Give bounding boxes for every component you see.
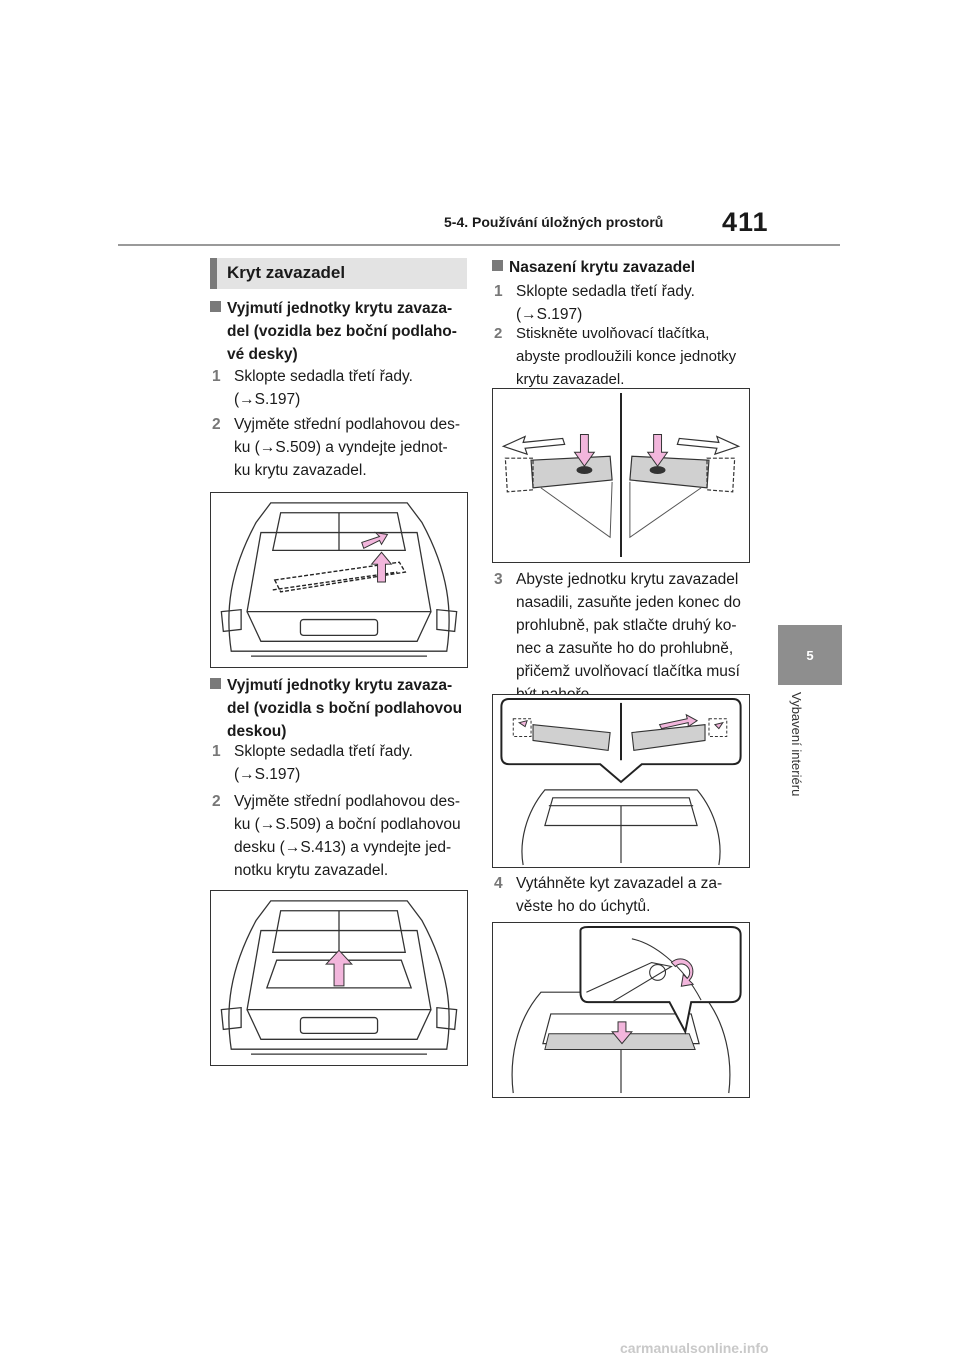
step-line: (→S.197)	[234, 766, 301, 783]
step-line: (→S.197)	[516, 306, 583, 323]
step-number: 3	[494, 571, 503, 588]
cover-ends-illustration	[501, 392, 741, 558]
step-line: ku krytu zavazadel.	[234, 462, 367, 479]
step-number: 1	[494, 283, 503, 300]
square-bullet-icon	[210, 678, 221, 689]
car-rear-illustration	[220, 502, 458, 657]
step-text: Sklopte sedadla třetí řady. (→S.197)	[234, 365, 413, 411]
step-item: 1 Sklopte sedadla třetí řady. (→S.197)	[212, 365, 470, 413]
hook-cover-illustration	[511, 925, 742, 1094]
figure-insert-ends	[492, 694, 750, 868]
step-text: Abyste jednotku krytu zavazadel nasadili…	[516, 568, 741, 706]
step-item: 1 Sklopte sedadla třetí řady. (→S.197)	[494, 280, 752, 326]
car-rear-illustration	[220, 900, 458, 1055]
step-text: Vyjměte střední podlahovou des- ku (→S.5…	[234, 790, 461, 882]
insert-cover-illustration	[500, 697, 742, 866]
step-item: 2 Stiskněte uvolňovací tlačítka, abyste …	[494, 322, 752, 392]
chapter-tab[interactable]: 5	[778, 625, 842, 685]
step-line: nec a zasuňte ho do prohlubně,	[516, 640, 734, 657]
step-number: 2	[494, 325, 503, 342]
square-bullet-icon	[492, 260, 503, 271]
heading-line: vé desky)	[227, 346, 298, 363]
step-line: Sklopte sedadla třetí řady.	[516, 283, 695, 300]
chapter-title-vertical: Vybavení interiéru	[784, 692, 806, 832]
step-text: Vyjměte střední podlahovou des- ku (→S.5…	[234, 413, 460, 482]
step-text: Sklopte sedadla třetí řady. (→S.197)	[234, 740, 413, 786]
heading-line: del (vozidla bez boční podlaho-	[227, 323, 457, 340]
figure-cargo-cover-removal-1	[210, 492, 468, 668]
section-title-text: Kryt zavazadel	[227, 263, 346, 282]
step-text: Vytáhněte kyt zavazadel a za- věste ho d…	[516, 872, 722, 918]
subheading-removal-without-board: Vyjmutí jednotky krytu zavaza- del (vozi…	[210, 297, 470, 366]
section-title: 5-4. Používání úložných prostorů	[444, 214, 664, 230]
heading-line: del (vozidla s boční podlahovou	[227, 700, 463, 717]
heading-line: Nasazení krytu zavazadel	[509, 259, 696, 276]
step-number: 2	[212, 793, 221, 810]
step-line: věste ho do úchytů.	[516, 898, 651, 915]
figure-cargo-cover-removal-2	[210, 890, 468, 1066]
page-number: 411	[722, 207, 769, 237]
step-line: (→S.197)	[234, 391, 301, 408]
step-line: ku (→S.509) a boční podlahovou	[234, 816, 461, 833]
step-line: abyste prodloužili konce jednotky	[516, 348, 737, 365]
step-line: krytu zavazadel.	[516, 371, 625, 388]
step-line: notku krytu zavazadel.	[234, 862, 389, 879]
step-number: 1	[212, 743, 221, 760]
step-line: Stiskněte uvolňovací tlačítka,	[516, 325, 710, 342]
step-number: 2	[212, 416, 221, 433]
step-line: desku (→S.413) a vyndejte jed-	[234, 839, 452, 856]
step-line: ku (→S.509) a vyndejte jednot-	[234, 439, 448, 456]
header-rule	[118, 244, 840, 246]
subheading-installation: Nasazení krytu zavazadel	[492, 256, 752, 279]
step-line: Sklopte sedadla třetí řady.	[234, 743, 413, 760]
step-line: Vytáhněte kyt zavazadel a za-	[516, 875, 723, 892]
chapter-title: Vybavení interiéru	[789, 692, 804, 797]
step-line: přičemž uvolňovací tlačítka musí	[516, 663, 740, 680]
step-line: nasadili, zasuňte jeden konec do	[516, 594, 741, 611]
step-line: prohlubně, pak stlačte druhý ko-	[516, 617, 737, 634]
watermark: carmanualsonline.info	[620, 1340, 769, 1356]
step-item: 2 Vyjměte střední podlahovou des- ku (→S…	[212, 790, 470, 884]
section-title-box: Kryt zavazadel	[210, 258, 467, 289]
heading-line: Vyjmutí jednotky krytu zavaza-	[227, 300, 453, 317]
step-item: 2 Vyjměte střední podlahovou des- ku (→S…	[212, 413, 470, 483]
heading-line: Vyjmutí jednotky krytu zavaza-	[227, 677, 453, 694]
step-number: 4	[494, 875, 503, 892]
step-line: Abyste jednotku krytu zavazadel	[516, 571, 739, 588]
step-text: Stiskněte uvolňovací tlačítka, abyste pr…	[516, 322, 736, 391]
step-number: 1	[212, 368, 221, 385]
figure-release-buttons	[492, 388, 750, 563]
step-item: 4 Vytáhněte kyt zavazadel a za- věste ho…	[494, 872, 752, 918]
step-line: Sklopte sedadla třetí řady.	[234, 368, 413, 385]
step-item: 3 Abyste jednotku krytu zavazadel nasadi…	[494, 568, 752, 708]
step-item: 1 Sklopte sedadla třetí řady. (→S.197)	[212, 740, 470, 788]
subheading-removal-with-board: Vyjmutí jednotky krytu zavaza- del (vozi…	[210, 674, 470, 743]
step-line: Vyjměte střední podlahovou des-	[234, 416, 461, 433]
chapter-number: 5	[806, 647, 814, 663]
square-bullet-icon	[210, 301, 221, 312]
step-text: Sklopte sedadla třetí řady. (→S.197)	[516, 280, 695, 326]
heading-line: deskou)	[227, 723, 287, 740]
step-line: Vyjměte střední podlahovou des-	[234, 793, 461, 810]
figure-hook-cover	[492, 922, 750, 1098]
